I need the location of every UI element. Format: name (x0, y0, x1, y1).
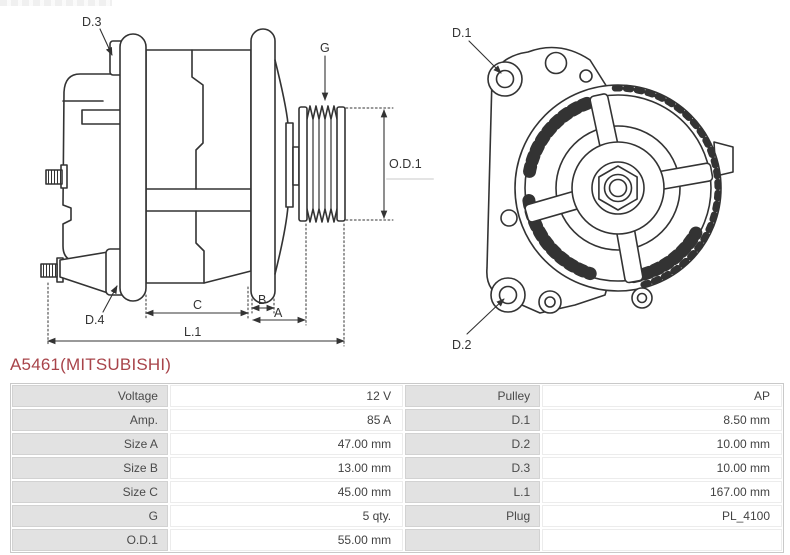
spec-value: 5 qty. (169, 505, 404, 527)
spec-label: Pulley (405, 385, 541, 407)
body-joint-upper (191, 49, 204, 190)
dim-label-a: A (274, 306, 283, 320)
table-row: Amp. 85 A D.1 8.50 mm (11, 408, 783, 432)
spec-value: 55.00 mm (169, 529, 404, 551)
spec-value: PL_4100 (542, 505, 782, 527)
shaft (292, 146, 300, 186)
spec-value: 85 A (169, 409, 404, 431)
part-number-title: A5461(MITSUBISHI) (10, 355, 172, 374)
hole-arm-small (579, 69, 593, 83)
table-row: Size C 45.00 mm L.1 167.00 mm (11, 480, 783, 504)
table-row: O.D.1 55.00 mm (11, 528, 783, 552)
spec-value (542, 529, 782, 551)
mounting-flange-front (250, 28, 276, 304)
hole-arm-large (544, 51, 568, 75)
front-cone-upper (274, 59, 289, 125)
hole-d1 (495, 69, 515, 89)
spec-label: Amp. (12, 409, 168, 431)
side-view: D.3 G O.D.1 D.4 C B A L.1 (40, 15, 434, 347)
table-row: Size B 13.00 mm D.3 10.00 mm (11, 456, 783, 480)
spec-label: Size B (12, 457, 168, 479)
spec-value: 47.00 mm (169, 433, 404, 455)
pulley (298, 105, 346, 223)
dim-label-b: B (258, 293, 266, 307)
mounting-lug-lower (59, 251, 109, 294)
leader-d4 (102, 285, 118, 313)
spec-value: 13.00 mm (169, 457, 404, 479)
rear-housing-slot (81, 109, 123, 125)
table-row: Voltage 12 V Pulley AP (11, 384, 783, 408)
spec-table: Voltage 12 V Pulley AP Amp. 85 A D.1 8.5… (10, 383, 784, 553)
dim-label-d1: D.1 (452, 26, 472, 40)
spec-value: 8.50 mm (542, 409, 782, 431)
fin-scallops (605, 84, 722, 289)
leader-d1 (468, 40, 502, 74)
table-row: G 5 qty. Plug PL_4100 (11, 504, 783, 528)
rear-housing (62, 73, 123, 263)
spec-label: D.2 (405, 433, 541, 455)
foot-bottom-left-hole (544, 296, 556, 308)
terminal-stud-upper (45, 164, 68, 189)
dim-label-d3: D.3 (82, 15, 102, 29)
spec-label: O.D.1 (12, 529, 168, 551)
leader-d3 (99, 28, 113, 56)
dim-label-d4: D.4 (85, 313, 105, 327)
dim-label-l1: L.1 (184, 325, 201, 339)
hole-mid-left (500, 209, 518, 227)
spec-value: 45.00 mm (169, 481, 404, 503)
spec-label: D.3 (405, 457, 541, 479)
mounting-flange-rear (119, 33, 147, 302)
spec-value: 12 V (169, 385, 404, 407)
dimension-lines (47, 28, 434, 347)
stator-body (145, 49, 252, 284)
dim-label-od1: O.D.1 (389, 157, 422, 171)
end-view-leaders (466, 40, 505, 335)
front-cone-lower (274, 205, 289, 275)
spec-label: Plug (405, 505, 541, 527)
dim-label-d2: D.2 (452, 338, 472, 352)
watermark-remnant (0, 0, 112, 6)
table-row: Size A 47.00 mm D.2 10.00 mm (11, 432, 783, 456)
spec-label: Voltage (12, 385, 168, 407)
dim-label-g: G (320, 41, 330, 55)
spec-value: 10.00 mm (542, 457, 782, 479)
spec-label: Size A (12, 433, 168, 455)
spec-label (405, 529, 541, 551)
housing-inner-ring (555, 125, 681, 251)
spec-label: Size C (12, 481, 168, 503)
spec-label: L.1 (405, 481, 541, 503)
shaft-band-lines (145, 188, 252, 212)
body-joint-lower (195, 210, 205, 284)
foot-bottom-right-hole (636, 292, 648, 304)
spec-value: 10.00 mm (542, 433, 782, 455)
leader-d2 (466, 298, 505, 335)
vent-slots-upper-left (522, 96, 594, 182)
dim-label-c: C (193, 298, 202, 312)
spec-label: D.1 (405, 409, 541, 431)
extension-lines (47, 107, 394, 347)
spec-label: G (12, 505, 168, 527)
housing-face-ring (524, 94, 712, 282)
spec-value: 167.00 mm (542, 481, 782, 503)
technical-drawing: D.3 G O.D.1 D.4 C B A L.1 (40, 15, 734, 352)
shaft-end-inner (608, 178, 628, 198)
spec-value: AP (542, 385, 782, 407)
shaft-washer (285, 122, 294, 208)
end-view: D.1 D.2 (452, 26, 734, 352)
